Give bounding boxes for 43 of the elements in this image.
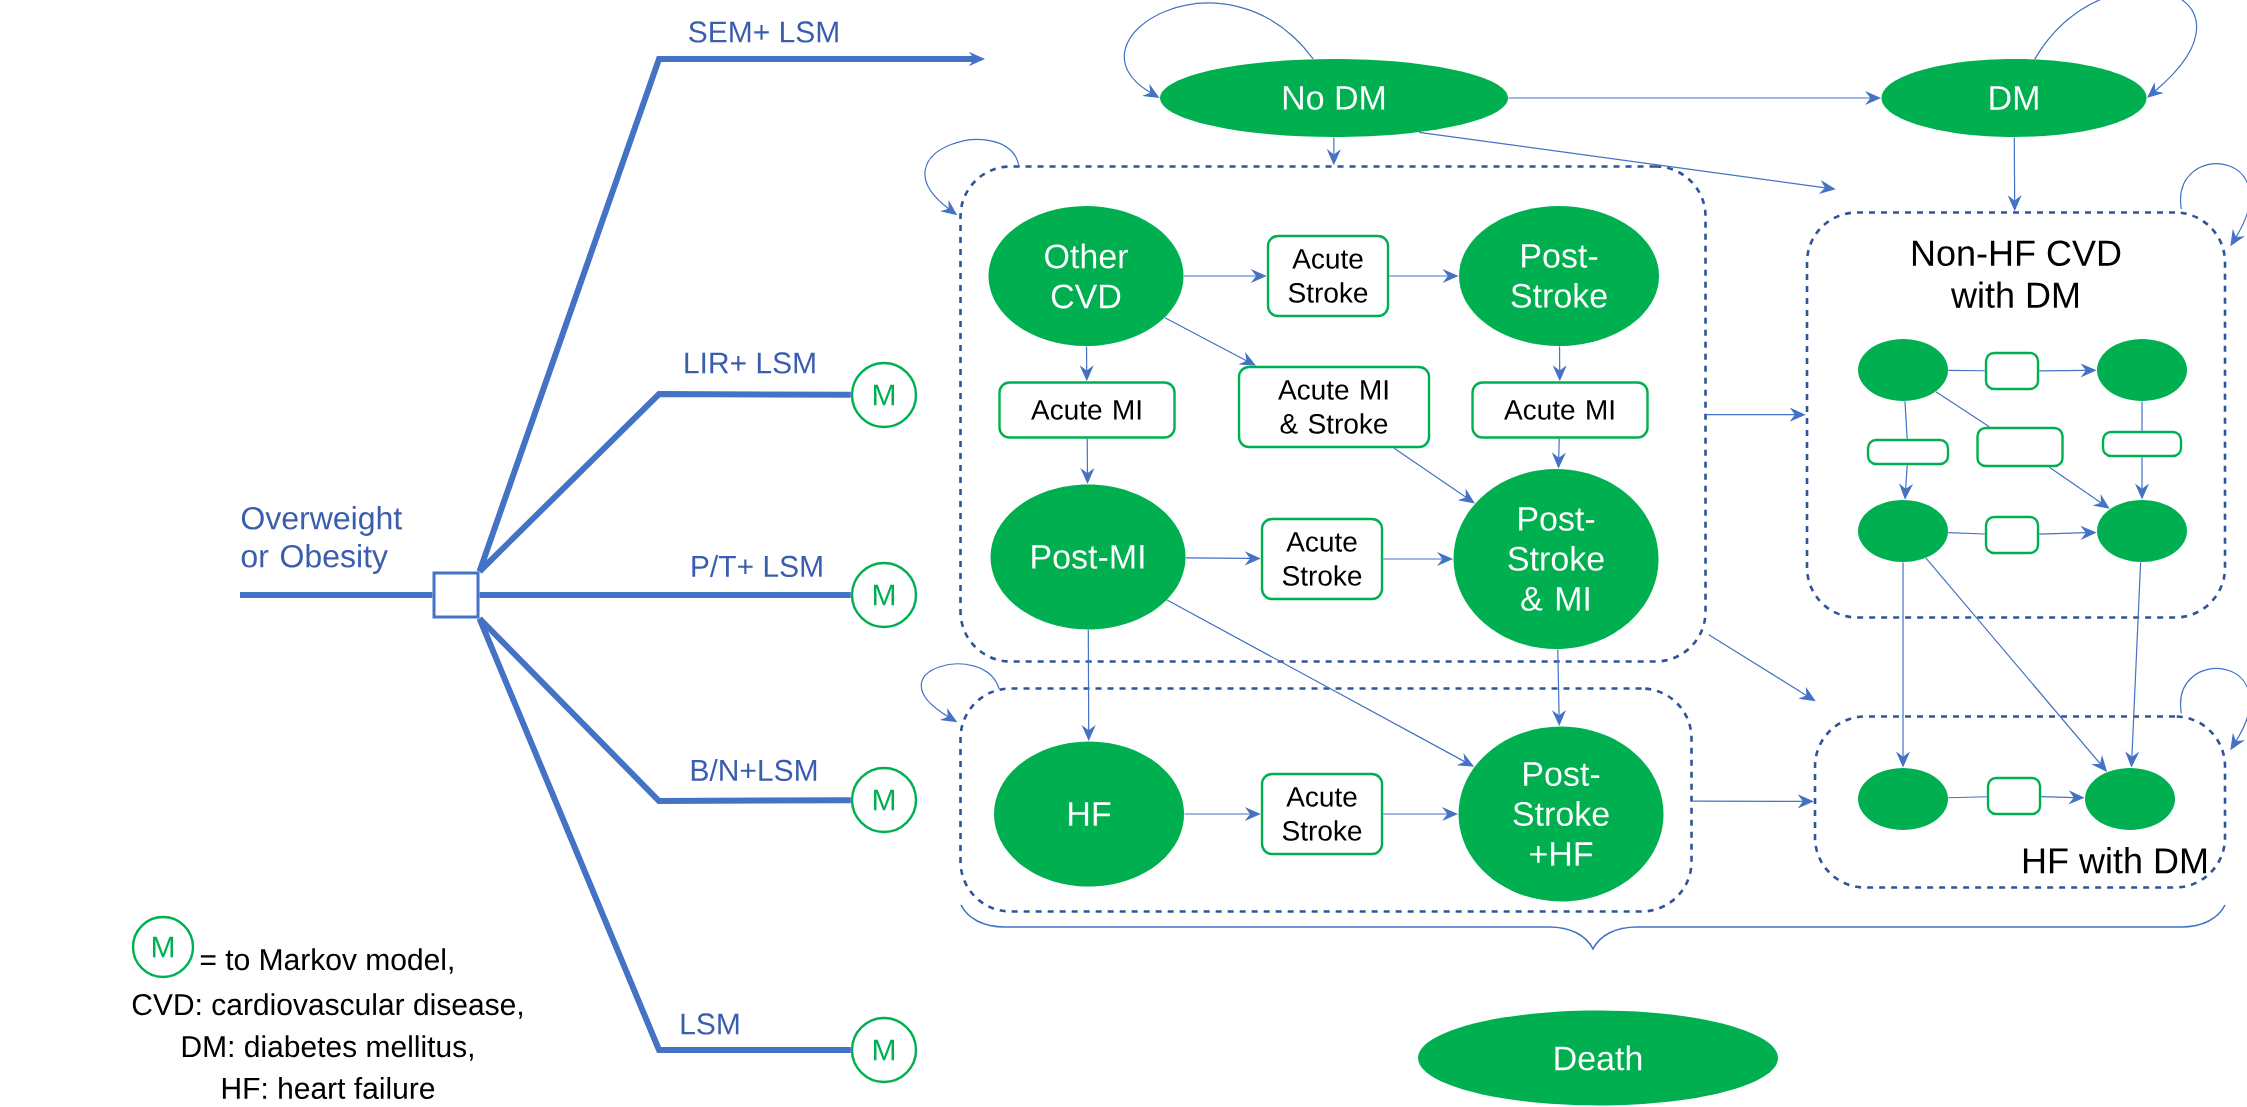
group-box [959, 165, 1707, 663]
event-box: Acute MI [998, 381, 1176, 439]
abbreviation-note: CVD: cardiovascular disease, [132, 993, 522, 1019]
state-ellipse [2085, 768, 2175, 830]
loop-arrow [1124, 2, 1314, 98]
event-box: Acute MI & Stroke [1237, 365, 1431, 449]
group-box: HF with DM [1813, 715, 2227, 889]
state-ellipse [2097, 339, 2187, 401]
branch-line [479, 592, 851, 598]
event-box [2101, 430, 2183, 458]
abbreviation-note: DM: diabetes mellitus, [182, 1035, 473, 1061]
branch-line [240, 592, 433, 598]
event-box [1986, 776, 2042, 816]
loop-arrow [920, 663, 1000, 723]
event-box: Acute MI [1471, 381, 1649, 439]
state-ellipse [2097, 500, 2187, 562]
branch-line [477, 391, 851, 574]
event-box: Acute Stroke [1266, 234, 1390, 318]
event-box: Acute Stroke [1260, 772, 1384, 856]
legend-text: = to Markov model, [200, 948, 453, 974]
group-box [959, 687, 1693, 913]
edge-label: SEM+ LSM [685, 19, 843, 45]
start-label: Overweight or Obesity [241, 506, 402, 574]
edge-label: LSM [677, 1011, 743, 1037]
branch-line [477, 616, 851, 804]
branch-line [476, 617, 851, 1053]
event-box [1866, 438, 1950, 466]
state-ellipse [1858, 339, 1948, 401]
event-box [1984, 515, 2040, 555]
arrow [1393, 447, 1475, 504]
edge-label: LIR+ LSM [680, 350, 820, 376]
group-box: Non-HF CVD with DM [1805, 211, 2227, 619]
state-ellipse [1858, 768, 1948, 830]
event-box [1976, 426, 2064, 468]
state-ellipse [1858, 500, 1948, 562]
decision-square [432, 571, 480, 619]
event-box: Acute Stroke [1260, 517, 1384, 601]
event-box [1984, 351, 2040, 391]
edge-label: B/N+LSM [687, 757, 821, 783]
arrow [2048, 466, 2110, 509]
loop-arrow [2034, 0, 2198, 98]
edge-label: P/T+ LSM [687, 553, 827, 579]
abbreviation-note: HF: heart failure [222, 1077, 435, 1099]
